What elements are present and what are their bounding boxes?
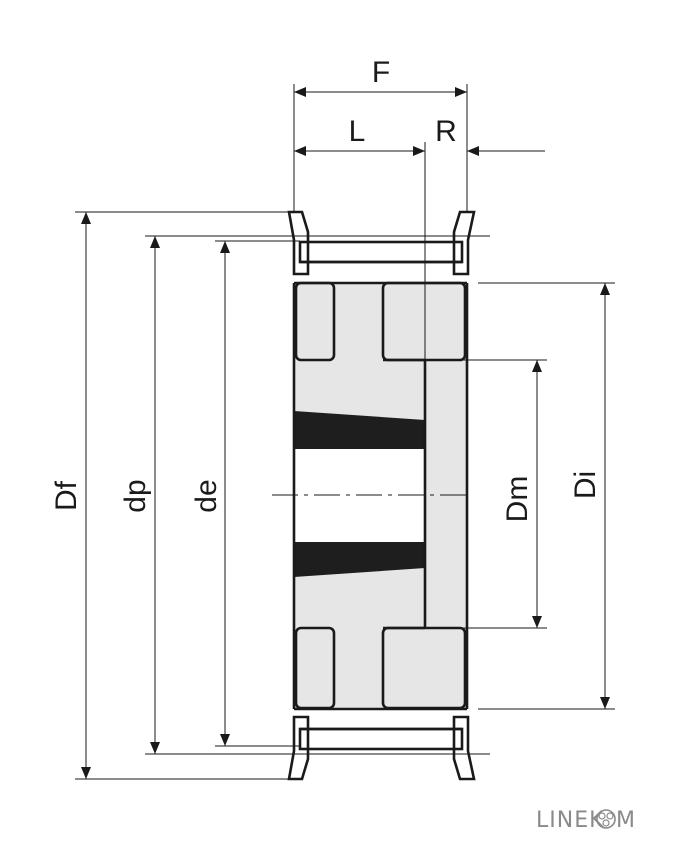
label-Di: Di: [569, 471, 602, 499]
linekom-logo: LINEK M: [536, 808, 636, 833]
rim-bottom: [298, 727, 464, 751]
logo-emblem-icon: [596, 809, 616, 829]
taper-bush-bottom: [294, 542, 425, 577]
taper-bush-top: [294, 411, 425, 449]
flange-bottom-left: [287, 715, 310, 781]
label-dp: dp: [119, 479, 152, 512]
label-F: F: [372, 56, 390, 89]
label-L: L: [349, 115, 366, 148]
label-Dm: Dm: [501, 476, 534, 523]
flange-top-left: [287, 210, 310, 276]
dimension-lines: [81, 87, 610, 779]
flange-top-right: [452, 210, 476, 276]
rim-top: [298, 240, 464, 264]
svg-text:M: M: [616, 808, 636, 833]
svg-text:LINEK: LINEK: [536, 808, 605, 833]
label-R: R: [435, 115, 457, 148]
flange-bottom-right: [452, 715, 476, 781]
label-Df: Df: [50, 480, 83, 511]
pulley-section: [287, 210, 476, 781]
label-de: de: [190, 479, 223, 512]
